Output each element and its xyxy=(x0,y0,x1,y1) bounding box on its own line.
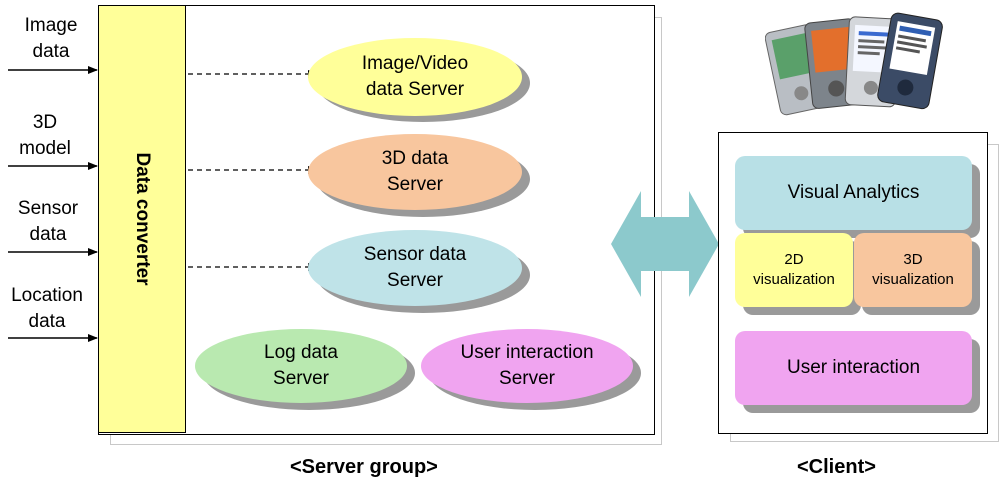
handheld-devices-icon xyxy=(765,12,943,116)
input-label-sensor-data: Sensor data xyxy=(17,198,79,245)
bidirectional-arrow xyxy=(611,191,719,297)
user-interaction-server: User interaction Server xyxy=(421,329,633,403)
input-label-location-data: Location data xyxy=(11,285,83,332)
client-caption: <Client> xyxy=(797,456,876,478)
input-label-3d-model: 3D model xyxy=(19,112,71,159)
3d-visualization-box: 3D visualization xyxy=(854,233,972,307)
user-interaction-box: User interaction xyxy=(735,331,972,405)
2d-visualization-box: 2D visualization xyxy=(735,233,853,307)
log-data-server: Log data Server xyxy=(195,329,407,403)
data-converter-box xyxy=(98,5,186,433)
visual-analytics-box: Visual Analytics xyxy=(735,156,972,230)
sensor-data-server: Sensor data Server xyxy=(308,230,522,306)
3d-data-server: 3D data Server xyxy=(308,134,522,210)
server-group-caption: <Server group> xyxy=(290,456,438,478)
input-label-image-data: Image data xyxy=(24,15,78,62)
image-video-server: Image/Video data Server xyxy=(308,38,522,116)
